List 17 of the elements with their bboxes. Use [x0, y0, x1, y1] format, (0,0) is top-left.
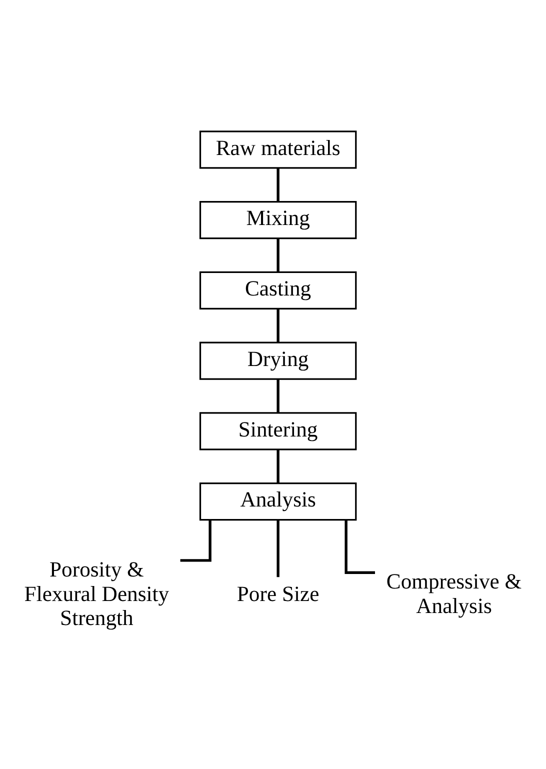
node-text: Compressive & Analysis	[386, 570, 522, 618]
connector	[276, 238, 280, 272]
node-box: Drying	[199, 342, 357, 380]
connector	[344, 520, 375, 574]
connector	[276, 379, 280, 413]
connector	[276, 168, 280, 202]
connector	[276, 450, 280, 483]
node-box: Casting	[199, 271, 357, 310]
node-text: Pore Size	[236, 582, 320, 606]
node-text: Porosity & Flexural Density Strength	[24, 557, 170, 630]
node-box: Sintering	[199, 412, 357, 450]
connector	[276, 520, 280, 578]
node-box: Mixing	[199, 200, 357, 240]
node-box: Raw materials	[199, 130, 357, 169]
connector	[276, 308, 280, 342]
node-box: Analysis	[199, 482, 357, 521]
connector	[180, 520, 212, 562]
